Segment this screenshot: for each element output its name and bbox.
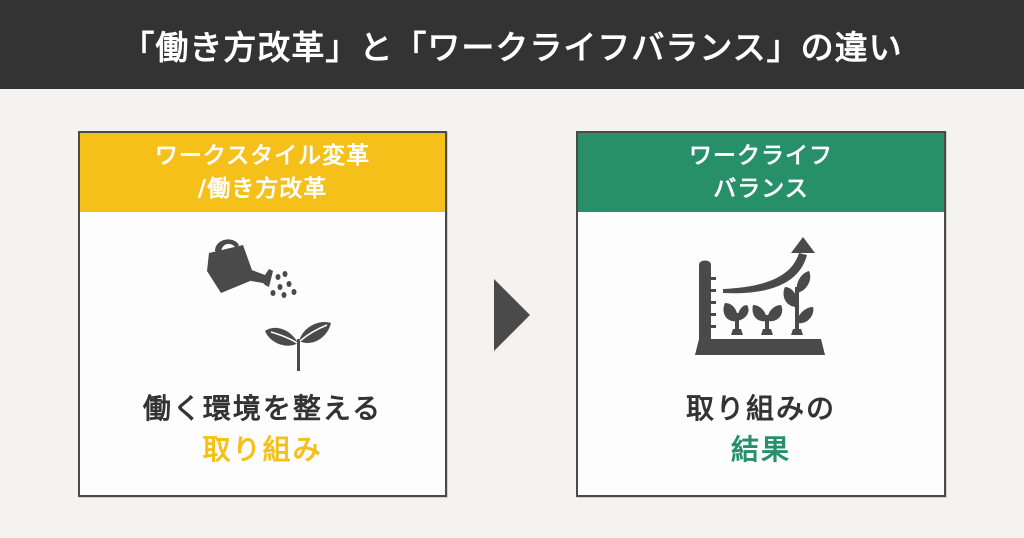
header-line-2: バランス: [713, 175, 809, 202]
description-line-1: 取り組みの: [685, 392, 836, 425]
work-style-reform-card: ワークスタイル変革 /働き方改革: [78, 131, 447, 497]
description-line-2: 結果: [730, 433, 791, 466]
header-line-1: ワークスタイル変革: [154, 142, 371, 169]
description-line-2: 取り組み: [202, 433, 323, 466]
header-line-1: ワークライフ: [689, 142, 833, 169]
header-line-2: /働き方改革: [197, 175, 328, 202]
page-title: 「働き方改革」と「ワークライフバランス」の違い: [121, 27, 903, 67]
title-bar: 「働き方改革」と「ワークライフバランス」の違い: [0, 0, 1024, 89]
work-style-reform-description: 働く環境を整える 取り組み: [80, 388, 445, 470]
work-style-reform-header: ワークスタイル変革 /働き方改革: [80, 133, 445, 212]
work-life-balance-header: ワークライフ バランス: [578, 133, 944, 212]
description-line-1: 働く環境を整える: [142, 392, 383, 425]
watering-can-sprout-icon: [206, 239, 331, 371]
growth-chart-plants-icon: [695, 237, 825, 355]
work-life-balance-description: 取り組みの 結果: [578, 388, 944, 470]
triangle-right-icon: [494, 279, 530, 351]
work-life-balance-card: ワークライフ バランス: [576, 131, 946, 497]
